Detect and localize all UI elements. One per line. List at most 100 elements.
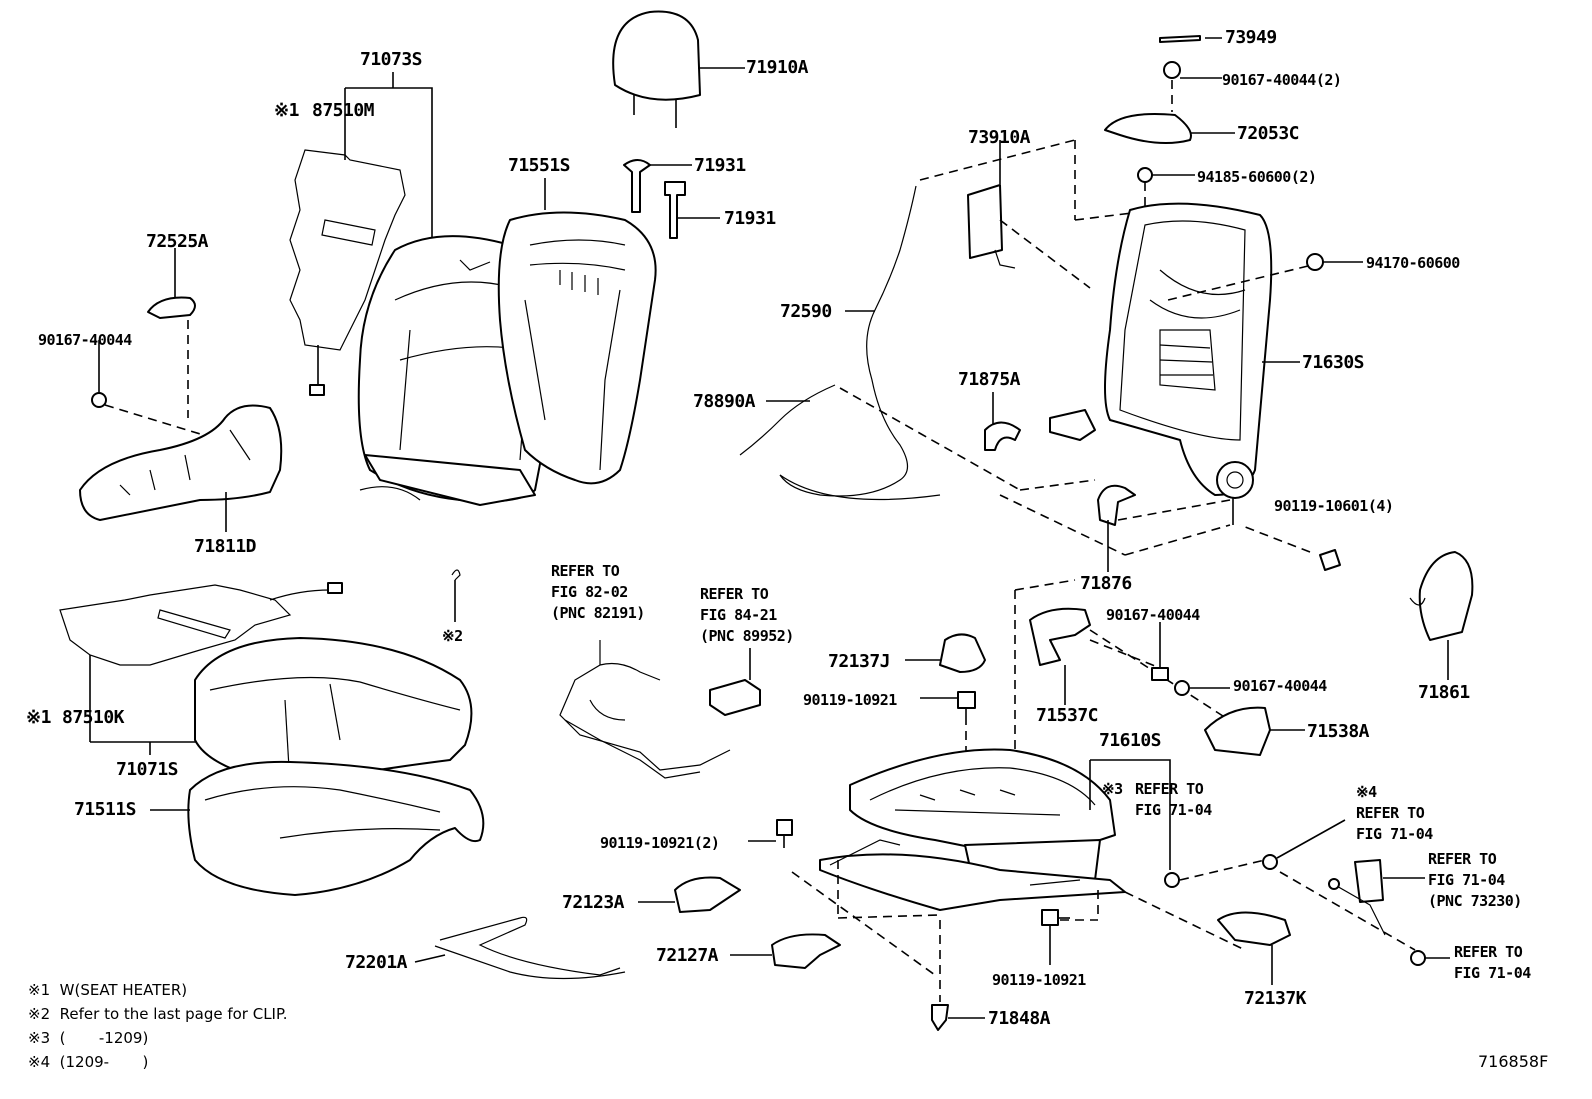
refer-84-21-line2: FIG 84-21: [700, 606, 777, 624]
refer-block-84-21: REFER TO FIG 84-21 (PNC 89952): [700, 584, 794, 647]
side-shield-drawing: [79, 248, 283, 532]
part-label-71811D: 71811D: [194, 536, 257, 557]
refer-71-04-c-line1: REFER TO: [1428, 850, 1497, 868]
headrest-drawing: [612, 10, 745, 128]
part-label-72137J: 72137J: [828, 651, 891, 672]
bolt-90119-10921-lower-drawing: [1041, 890, 1099, 965]
refer-71-04-b-line2: FIG 71-04: [1356, 825, 1433, 843]
part-label-72053C: 72053C: [1237, 123, 1300, 144]
part-label-71931-lower: 71931: [724, 208, 776, 229]
bracket-71876-drawing: [999, 484, 1231, 572]
part-label-73949: 73949: [1225, 27, 1277, 48]
heater-mark-87510M: ※1: [274, 100, 299, 121]
refer-71-04-d-line2: FIG 71-04: [1454, 964, 1531, 982]
clip-drawing: [451, 569, 461, 622]
cushion-pad-drawing: [150, 760, 485, 896]
bolt-71848A-drawing: [931, 920, 985, 1031]
part-label-90119-10921-lower: 90119-10921: [992, 971, 1086, 989]
part-label-73910A: 73910A: [968, 127, 1031, 148]
refer-71-04-b-line1: REFER TO: [1356, 804, 1425, 822]
part-label-71511S: 71511S: [74, 799, 137, 820]
cover-72127A-drawing: [730, 933, 841, 969]
bolts-90167-40044-drawing: [1151, 622, 1230, 696]
cushion-heater-drawing: [59, 582, 343, 743]
part-label-71876: 71876: [1080, 573, 1132, 594]
cable-drawing: [739, 185, 1096, 501]
part-label-90119-10601: 90119-10601(4): [1274, 497, 1394, 515]
refer-block-71-04-d: REFER TO FIG 71-04: [1454, 942, 1531, 984]
wire-72201A-drawing: [414, 916, 626, 980]
cover-72123A-drawing: [638, 876, 741, 913]
bracket-71537C-drawing: [1029, 607, 1261, 741]
part-label-71537C: 71537C: [1036, 705, 1099, 726]
part-label-94185-60600: 94185-60600(2): [1197, 168, 1317, 186]
figure-number: 716858F: [1478, 1052, 1549, 1071]
part-label-72123A: 72123A: [562, 892, 625, 913]
bracket-71875A-drawing: [984, 392, 1096, 451]
part-label-90167-40044-right: 90167-40044: [1233, 677, 1327, 695]
note-2: ※2 Refer to the last page for CLIP.: [28, 1005, 288, 1023]
refer-82-02-line3: (PNC 82191): [551, 604, 645, 622]
refer-block-82-02: REFER TO FIG 82-02 (PNC 82191): [551, 561, 645, 624]
seatback-heater-drawing: [289, 88, 406, 396]
harness-drawing: [559, 640, 731, 779]
part-label-71875A: 71875A: [958, 369, 1021, 390]
clip-71610S: [1164, 872, 1180, 888]
part-label-71861: 71861: [1418, 682, 1470, 703]
refer-84-21-line1: REFER TO: [700, 585, 769, 603]
note-4: ※4 (1209- ): [28, 1053, 149, 1071]
part-label-90119-10921-upper: 90119-10921: [803, 691, 897, 709]
refer-71-04-c-line3: (PNC 73230): [1428, 892, 1522, 910]
lumbar-support-drawing: [919, 139, 1141, 289]
refer-71-04-a-line2: FIG 71-04: [1135, 801, 1212, 819]
seatback-frame-drawing: [1104, 202, 1300, 525]
part-label-71910A: 71910A: [746, 57, 809, 78]
refer-84-21-line3: (PNC 89952): [700, 627, 794, 645]
refer-block-71-04-b: ※4 REFER TO FIG 71-04: [1356, 782, 1433, 845]
bracket-71538A-drawing: [1204, 706, 1305, 756]
part-label-71610S: 71610S: [1099, 730, 1162, 751]
part-label-71071S: 71071S: [116, 759, 179, 780]
cover-72137K-drawing: [1124, 871, 1416, 985]
part-label-72127A: 72127A: [656, 945, 719, 966]
refer-82-02-line1: REFER TO: [551, 562, 620, 580]
refer-block-71-04-a: REFER TO FIG 71-04: [1135, 779, 1212, 821]
cushion-cover-drawing: [149, 637, 473, 786]
part-label-78890A: 78890A: [693, 391, 756, 412]
part-label-71931-upper: 71931: [694, 155, 746, 176]
connector-drawing: [709, 648, 761, 716]
part-label-90119-10921-2: 90119-10921(2): [600, 834, 720, 852]
note-3: ※3 ( -1209): [28, 1029, 149, 1047]
leader-71073S: [345, 87, 433, 240]
refer-71-04-d-line1: REFER TO: [1454, 943, 1523, 961]
part-label-72137K: 72137K: [1244, 988, 1307, 1009]
bolt-90119-10921-2-drawing: [748, 819, 941, 976]
part-label-72201A: 72201A: [345, 952, 408, 973]
part-label-71073S: 71073S: [360, 49, 423, 70]
buckle-drawing: [1262, 819, 1450, 966]
cover-71861-drawing: [1409, 551, 1474, 680]
part-label-71630S: 71630S: [1302, 352, 1365, 373]
seatback-pad-drawing: [497, 178, 657, 485]
part-label-71538A: 71538A: [1307, 721, 1370, 742]
top-right-parts-drawing: [1104, 35, 1363, 301]
part-label-87510K: 87510K: [62, 707, 125, 728]
seat-track-drawing: [819, 579, 1171, 911]
heater-mark-87510K: ※1: [26, 707, 51, 728]
clip-mark: ※2: [442, 627, 463, 645]
part-label-87510M: 87510M: [312, 100, 375, 121]
refer-71-04-a-line1: REFER TO: [1135, 780, 1204, 798]
cover-72137J-drawing: [905, 633, 986, 673]
dash-line-clip: [1179, 859, 1266, 881]
refer-mark-3: ※3: [1102, 780, 1123, 798]
part-label-71551S: 71551S: [508, 155, 571, 176]
refer-mark-4: ※4: [1356, 783, 1377, 801]
note-1: ※1 W(SEAT HEATER): [28, 981, 188, 999]
part-label-94170-60600: 94170-60600: [1366, 254, 1460, 272]
part-label-90167-40044-mid: 90167-40044: [1106, 606, 1200, 624]
part-label-71848A: 71848A: [988, 1008, 1051, 1029]
refer-82-02-line2: FIG 82-02: [551, 583, 628, 601]
part-label-72525A: 72525A: [146, 231, 209, 252]
headrest-guides-drawing: [623, 159, 720, 239]
